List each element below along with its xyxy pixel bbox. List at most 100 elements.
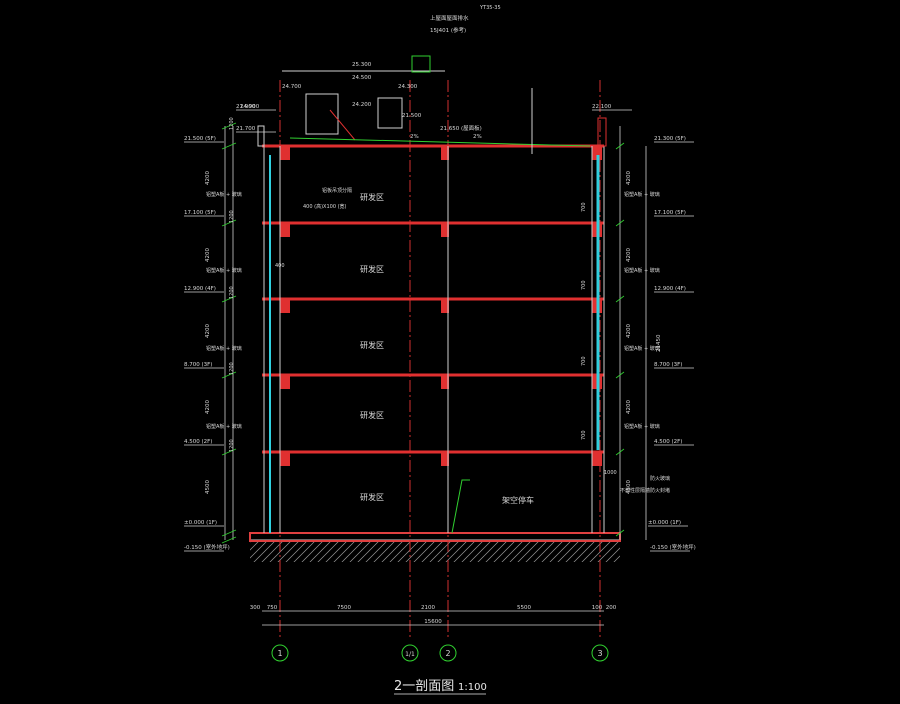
elevation-label-right: ±0.000 (1F) (648, 520, 681, 526)
annotation-text-side-left: 铝塑A板 + 玻璃 (206, 267, 242, 274)
annotation-text: 2% (410, 134, 419, 140)
dim-tick (221, 371, 237, 379)
beam (280, 299, 290, 313)
roof-fall-line (289, 137, 591, 147)
elevation-label-right: 12.900 (4F) (654, 286, 686, 292)
dim-left-sub: 1200 (229, 286, 235, 299)
dim-tick (615, 371, 625, 379)
annotation-text: 400 (高)X100 (宽) (303, 203, 347, 210)
room-label: 研发区 (360, 492, 384, 502)
elevation-label-top: 24.900 (240, 104, 260, 110)
dim-tick (221, 295, 237, 303)
elevation-label-left: 12.900 (4F) (184, 286, 216, 292)
dim-bottom: 750 (267, 605, 278, 611)
dim-right-storey: 4200 (626, 324, 632, 338)
annotation-text-side-right: 铝塑A板 + 玻璃 (624, 267, 660, 274)
annotation-text: 不燃性层隔墙防火封堵 (620, 487, 670, 494)
beam (280, 223, 290, 237)
dim-left-storey: 4200 (205, 324, 211, 338)
dim-tick (221, 536, 237, 544)
elevation-label-top: 25.300 (352, 62, 372, 68)
elevation-label-right: 17.100 (5F) (654, 210, 686, 216)
dim-left-storey: 4200 (205, 171, 211, 185)
dim-tick (615, 219, 625, 227)
annotation-text-side-left: 铝塑A板 + 玻璃 (206, 423, 242, 430)
elevation-label-left: 21.900 (236, 104, 256, 110)
roof-window (377, 97, 403, 129)
annotation-dim-700: 700 (581, 202, 587, 212)
stair-rail (329, 109, 356, 141)
elevation-label-top: 21.500 (402, 113, 422, 119)
elevation-label-right: 4.500 (2F) (654, 439, 682, 445)
beam (280, 452, 290, 466)
dim-total: 15600 (424, 619, 442, 625)
dim-left-storey: 4200 (205, 400, 211, 414)
annotation-text: 15J401 (参考) (430, 26, 466, 34)
dim-bottom: 7500 (337, 605, 351, 611)
elevation-label-right: 21.300 (5F) (654, 136, 686, 142)
dim-tick (221, 122, 237, 130)
elevation-label-left: 21.500 (5F) (184, 136, 216, 142)
room-label: 研发区 (360, 340, 384, 350)
ramp-line (451, 479, 470, 534)
annotation-text: 400 (275, 263, 285, 269)
beam (280, 146, 290, 160)
dim-tick (615, 529, 625, 537)
beam (441, 146, 449, 160)
dim-tick (221, 219, 237, 227)
dim-right-storey: 4200 (626, 400, 632, 414)
axis-bubble-3 (591, 644, 609, 662)
dim-tick (615, 448, 625, 456)
elevation-label-top: 24.200 (352, 102, 372, 108)
annotation-text: 1000 (604, 470, 617, 476)
annotation-text: 上屋面屋面排水 (430, 14, 469, 22)
elevation-label-right: -0.150 (室外地坪) (650, 543, 696, 551)
dim-bottom: 5500 (517, 605, 531, 611)
annotation-text: 防火玻璃 (650, 475, 670, 482)
beam (592, 146, 602, 160)
axis-bubble-label: 2 (445, 649, 450, 658)
drawing-scale: 1:100 (458, 682, 487, 693)
annotation-dim-700: 700 (581, 430, 587, 440)
elevation-label-left: -0.150 (室外地坪) (184, 543, 230, 551)
dim-tick (221, 142, 237, 150)
dim-bottom: 300 (250, 605, 261, 611)
beam (441, 299, 449, 313)
beams (280, 146, 602, 466)
stair-tower (305, 93, 339, 135)
annotation-text-side-right: 铝塑A板 + 玻璃 (624, 191, 660, 198)
dim-left-sub: 1200 (229, 439, 235, 452)
annotation-text-side-right: 铝塑A板 + 玻璃 (624, 423, 660, 430)
ground-hatch (250, 540, 620, 562)
elevation-label-top: 24.300 (398, 84, 418, 90)
annotation-text-side-left: 铝塑A板 + 玻璃 (206, 191, 242, 198)
water-tank (411, 55, 431, 73)
elevation-label-top: 24.500 (352, 75, 372, 81)
axis-bubble-2 (439, 644, 457, 662)
dim-bottom: 2100 (421, 605, 435, 611)
dim-tick (221, 529, 237, 537)
dim-left-sub: 1200 (229, 117, 235, 130)
elevation-label-top: 24.700 (282, 84, 302, 90)
axis-bubble-1 (271, 644, 289, 662)
roof-elements (257, 55, 607, 154)
elevation-label-left: 17.100 (5F) (184, 210, 216, 216)
room-label: 研发区 (360, 192, 384, 202)
dim-right-storey: 4200 (626, 171, 632, 185)
dim-left-sub: 1200 (229, 362, 235, 375)
dim-right-storey: 4200 (626, 248, 632, 262)
elevation-label-right: 22.100 (592, 104, 612, 110)
parapet-left (257, 125, 265, 147)
dim-left-storey: 4200 (205, 248, 211, 262)
room-label-parking: 架空停车 (502, 495, 534, 505)
ground-layer (249, 532, 621, 562)
dim-bottom: 100 (592, 605, 603, 611)
room-label: 研发区 (360, 410, 384, 420)
dim-tick (615, 142, 625, 150)
parking-ramp (451, 479, 470, 534)
dim-right-total: 21450 (656, 334, 662, 352)
elevation-label-top: 21.650 (屋面板) (440, 124, 482, 132)
elevation-label-left: 21.700 (236, 126, 256, 132)
elevation-label-left: 4.500 (2F) (184, 439, 212, 445)
